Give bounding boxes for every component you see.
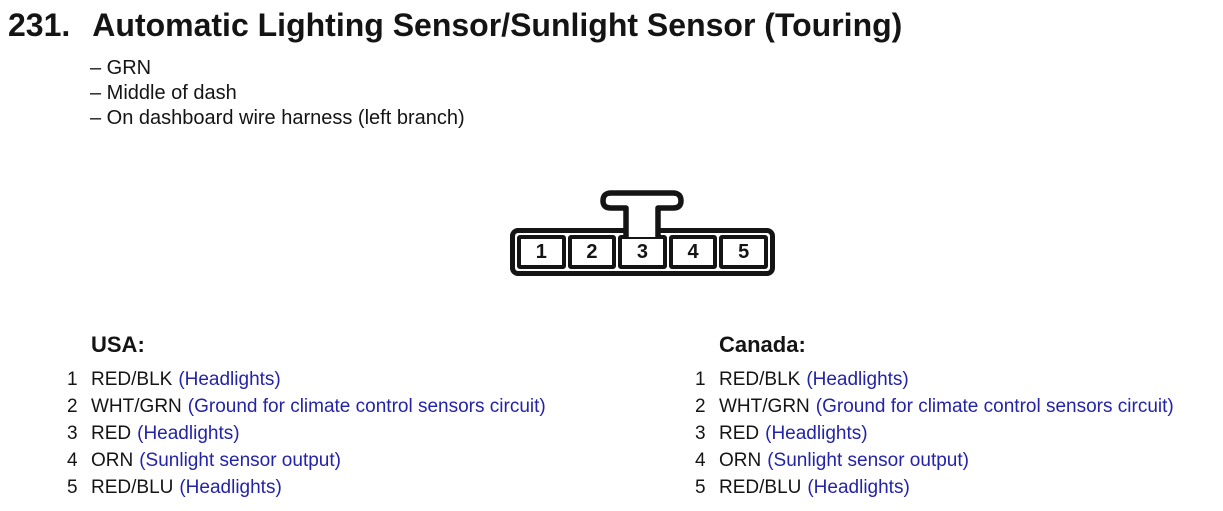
wire-color: RED — [719, 423, 760, 444]
pin-row: 2 WHT/GRN(Ground for climate control sens… — [695, 393, 1174, 420]
pin-row: 5 RED/BLU(Headlights) — [695, 474, 1174, 501]
pin-function: (Sunlight sensor output) — [767, 450, 969, 471]
pin-function: (Sunlight sensor output) — [139, 450, 341, 471]
pin-row: 1 RED/BLK(Headlights) — [695, 366, 1174, 393]
section-title-row: 231. Automatic Lighting Sensor/Sunlight … — [8, 5, 902, 45]
pin-row: 4 ORN(Sunlight sensor output) — [695, 447, 1174, 474]
wire-color: RED — [91, 423, 132, 444]
connector-pin-cell: 5 — [719, 235, 768, 269]
section-number: 231. — [8, 7, 71, 43]
pin-row: 3 RED(Headlights) — [695, 420, 1174, 447]
pin-row: 3 RED(Headlights) — [67, 420, 546, 447]
note-line: – Middle of dash — [90, 82, 237, 104]
pin-row: 2 WHT/GRN(Ground for climate control sens… — [67, 393, 546, 420]
pin-function: (Headlights) — [807, 477, 910, 498]
column-heading: USA: — [91, 332, 145, 357]
pin-number: 1 — [67, 369, 78, 390]
pin-row: 1 RED/BLK(Headlights) — [67, 366, 546, 393]
connector-pin-cell: 2 — [567, 235, 617, 269]
wire-color: WHT/GRN — [91, 396, 182, 417]
pin-function: (Headlights) — [765, 423, 868, 444]
connector-latch-tab-icon — [600, 190, 684, 237]
pin-function: (Ground for climate control sensors circ… — [187, 396, 546, 417]
pin-function: (Headlights) — [178, 369, 281, 390]
page-title: Automatic Lighting Sensor/Sunlight Senso… — [92, 7, 903, 43]
column-heading: Canada: — [719, 332, 806, 357]
connector-notes: – GRN – Middle of dash – On dashboard wi… — [90, 56, 465, 131]
wire-color: RED/BLU — [719, 477, 802, 498]
pin-number: 1 — [695, 369, 706, 390]
pin-row: 5 RED/BLU(Headlights) — [67, 474, 546, 501]
pin-function: (Headlights) — [179, 477, 282, 498]
wire-color: WHT/GRN — [719, 396, 810, 417]
wire-color: ORN — [719, 450, 762, 471]
connector-pin-cell: 4 — [668, 235, 718, 269]
note-line: – On dashboard wire harness (left branch… — [90, 107, 465, 129]
wire-color: RED/BLK — [91, 369, 173, 390]
pin-function: (Headlights) — [137, 423, 240, 444]
connector-pin-cell: 1 — [517, 235, 566, 269]
wire-color: ORN — [91, 450, 134, 471]
note-line: – GRN — [90, 57, 152, 79]
pin-number: 3 — [695, 423, 706, 444]
pin-number: 2 — [67, 396, 78, 417]
pin-number: 4 — [67, 450, 78, 471]
pin-number: 2 — [695, 396, 706, 417]
pin-function: (Ground for climate control sensors circ… — [815, 396, 1174, 417]
pin-number: 5 — [695, 477, 706, 498]
wire-color: RED/BLK — [719, 369, 801, 390]
pin-number: 3 — [67, 423, 78, 444]
connector-pin-cell: 3 — [618, 235, 667, 269]
pin-number: 4 — [695, 450, 706, 471]
pin-number: 5 — [67, 477, 78, 498]
pin-row: 4 ORN(Sunlight sensor output) — [67, 447, 546, 474]
wire-color: RED/BLU — [91, 477, 174, 498]
pin-function: (Headlights) — [806, 369, 909, 390]
